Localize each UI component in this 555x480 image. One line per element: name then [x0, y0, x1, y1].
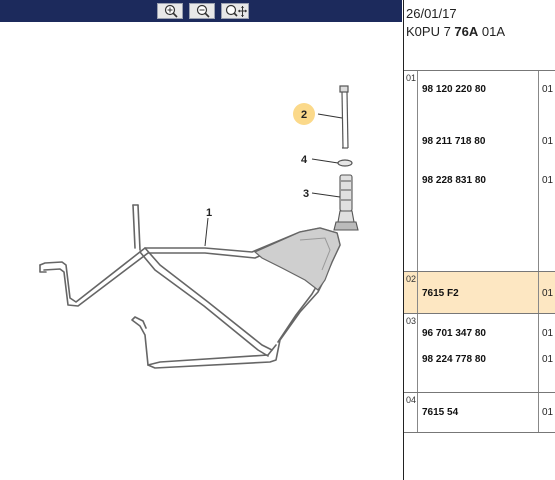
part-quantity: 01	[542, 407, 554, 418]
part-reference[interactable]: 98 224 778 80	[422, 354, 486, 365]
mounting-plate-drawing	[253, 227, 341, 291]
table-row-selected[interactable]: 02 7615 F2 01	[404, 271, 555, 313]
part-reference[interactable]: 98 120 220 80	[422, 84, 486, 95]
callout-2-highlight	[293, 103, 315, 125]
part-reference[interactable]: 7615 54	[422, 407, 459, 418]
part-quantity: 01	[542, 288, 554, 299]
table-row[interactable]: 03 96 701 347 80 01 98 224 778 80 01	[404, 313, 555, 392]
callout-4[interactable]: 4	[301, 154, 308, 166]
code-bold: 76A	[454, 24, 479, 39]
zoom-in-button[interactable]	[157, 3, 183, 19]
header: 26/01/17 K0PU 7 76A 01A	[404, 0, 555, 47]
zoom-move-button[interactable]	[221, 3, 249, 19]
table-bottom-border	[404, 432, 555, 433]
code-prefix: K0PU 7	[406, 24, 455, 39]
zoom-out-icon	[196, 4, 210, 18]
part-reference[interactable]: 98 211 718 80	[422, 136, 486, 147]
part-quantity: 01	[542, 136, 554, 147]
table-row[interactable]: 04 7615 54 01	[404, 392, 555, 432]
table-row[interactable]: 01 98 120 220 80 01 98 211 718 80 01 98 …	[404, 70, 555, 271]
bolt-part-drawing	[339, 85, 349, 149]
part-reference[interactable]: 7615 F2	[422, 288, 459, 299]
group-number: 03	[406, 316, 417, 326]
part-code-label: K0PU 7 76A 01A	[406, 24, 505, 39]
part-reference[interactable]: 96 701 347 80	[422, 328, 486, 339]
panel-divider	[403, 0, 404, 480]
code-suffix: 01A	[478, 24, 506, 39]
zoom-move-icon	[225, 4, 247, 17]
callout-3[interactable]: 3	[303, 188, 309, 200]
sleeve-part-drawing	[333, 174, 359, 231]
group-number: 01	[406, 73, 417, 83]
frame-part-drawing	[39, 204, 341, 369]
zoom-out-button[interactable]	[189, 3, 215, 19]
parts-diagram: 2 4 3 1	[39, 85, 359, 369]
callout-2[interactable]: 2	[301, 109, 307, 121]
zoom-in-icon	[164, 4, 178, 18]
date-label: 26/01/17	[406, 6, 457, 21]
toolbar	[0, 0, 402, 22]
group-number: 02	[406, 274, 417, 284]
part-quantity: 01	[542, 354, 554, 365]
callout-1[interactable]: 1	[206, 207, 212, 219]
parts-table: 01 98 120 220 80 01 98 211 718 80 01 98 …	[404, 70, 555, 432]
part-quantity: 01	[542, 84, 554, 95]
part-quantity: 01	[542, 328, 554, 339]
washer-part-drawing	[337, 159, 353, 167]
group-number: 04	[406, 395, 417, 405]
leader-lines	[204, 113, 343, 247]
part-quantity: 01	[542, 175, 554, 186]
part-reference[interactable]: 98 228 831 80	[422, 175, 486, 186]
